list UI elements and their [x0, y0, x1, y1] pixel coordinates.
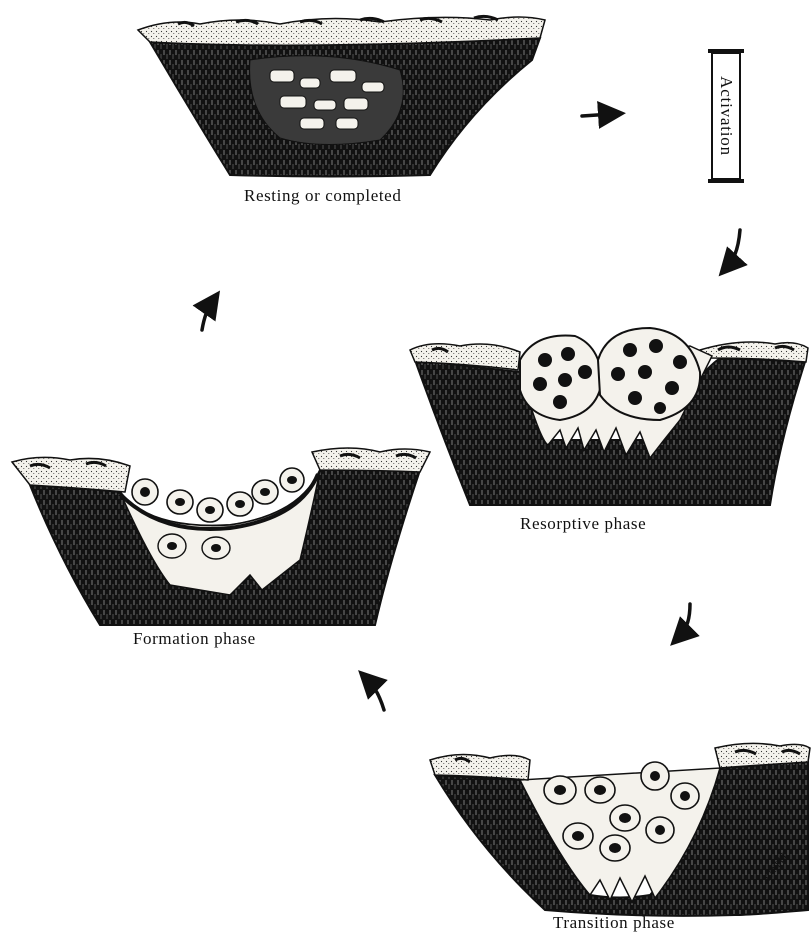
formation-stage: [12, 448, 430, 625]
resting-lining-cells: [138, 17, 545, 45]
arrow-to-transition: [680, 604, 690, 636]
formation-label: Formation phase: [133, 629, 256, 649]
transition-stage: [430, 743, 810, 915]
resorptive-stage: [410, 328, 808, 505]
resting-label: Resting or completed: [244, 186, 401, 206]
transition-label: Transition phase: [553, 913, 675, 933]
arrow-to-resting: [202, 302, 212, 330]
activation-box: Activation: [711, 52, 741, 180]
arrow-to-resorptive: [728, 230, 740, 266]
arrow-to-activation: [582, 114, 612, 116]
arrow-to-formation: [368, 680, 384, 710]
resting-stage: [138, 16, 545, 176]
activation-label: Activation: [716, 76, 736, 156]
resorptive-label: Resorptive phase: [520, 514, 646, 534]
